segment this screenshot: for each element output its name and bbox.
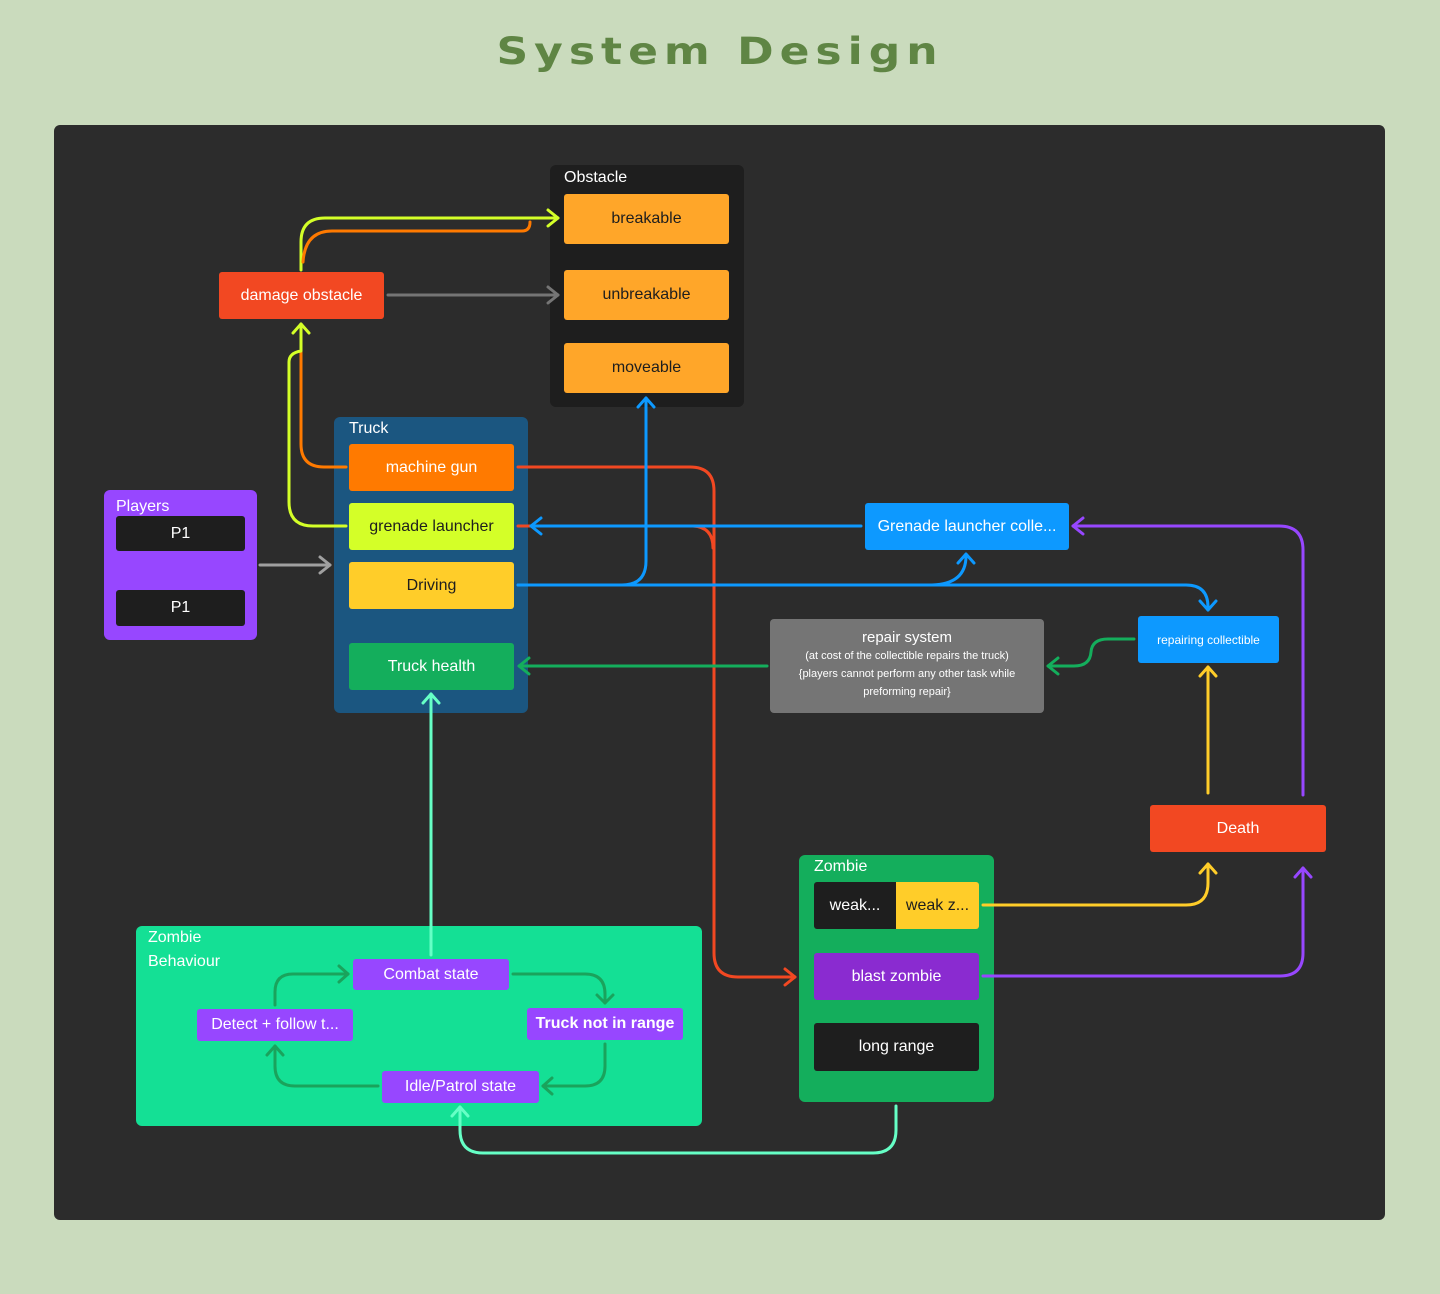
repair-system-desc-3: preforming repair} (863, 686, 951, 698)
zombie-long-range[interactable]: long range (814, 1023, 979, 1071)
repair-system-desc-2: {players cannot perform any other task w… (798, 668, 1016, 680)
player-p1-second[interactable]: P1 (116, 590, 245, 626)
obstacle-unbreakable[interactable]: unbreakable (564, 270, 729, 320)
obstacle-group-label: Obstacle (564, 169, 628, 186)
damage-obstacle-node[interactable]: damage obstacle (219, 272, 384, 319)
zombie-behaviour-label-2: Behaviour (148, 953, 221, 970)
obstacle-breakable[interactable]: breakable (564, 194, 729, 244)
truck-machine-gun[interactable]: machine gun (349, 444, 514, 491)
zombie-weak-left[interactable]: weak... (814, 882, 896, 929)
truck-health[interactable]: Truck health (349, 643, 514, 690)
repair-system-node[interactable]: repair system (at cost of the collectibl… (770, 619, 1044, 713)
state-combat[interactable]: Combat state (353, 959, 509, 990)
repair-system-title: repair system (861, 629, 953, 646)
state-detect-follow[interactable]: Detect + follow t... (197, 1009, 353, 1041)
state-idle-patrol[interactable]: Idle/Patrol state (382, 1071, 539, 1103)
zombie-weak-right[interactable]: weak z... (896, 882, 979, 929)
zombie-blast[interactable]: blast zombie (814, 953, 979, 1000)
repair-system-desc-1: (at cost of the collectible repairs the … (805, 650, 1009, 662)
truck-driving[interactable]: Driving (349, 562, 514, 609)
players-group-label: Players (116, 498, 170, 515)
page-title: System Design (496, 29, 944, 74)
truck-grenade-launcher[interactable]: grenade launcher (349, 503, 514, 550)
repairing-collectible[interactable]: repairing collectible (1138, 616, 1279, 663)
zombie-group-label: Zombie (814, 858, 868, 875)
player-p1-first[interactable]: P1 (116, 516, 245, 551)
death-node[interactable]: Death (1150, 805, 1326, 852)
zombie-behaviour-label-1: Zombie (148, 929, 202, 946)
obstacle-moveable[interactable]: moveable (564, 343, 729, 393)
state-truck-not-in-range[interactable]: Truck not in range (527, 1008, 683, 1040)
truck-group-label: Truck (349, 420, 389, 437)
grenade-launcher-collectible[interactable]: Grenade launcher colle... (865, 503, 1069, 550)
